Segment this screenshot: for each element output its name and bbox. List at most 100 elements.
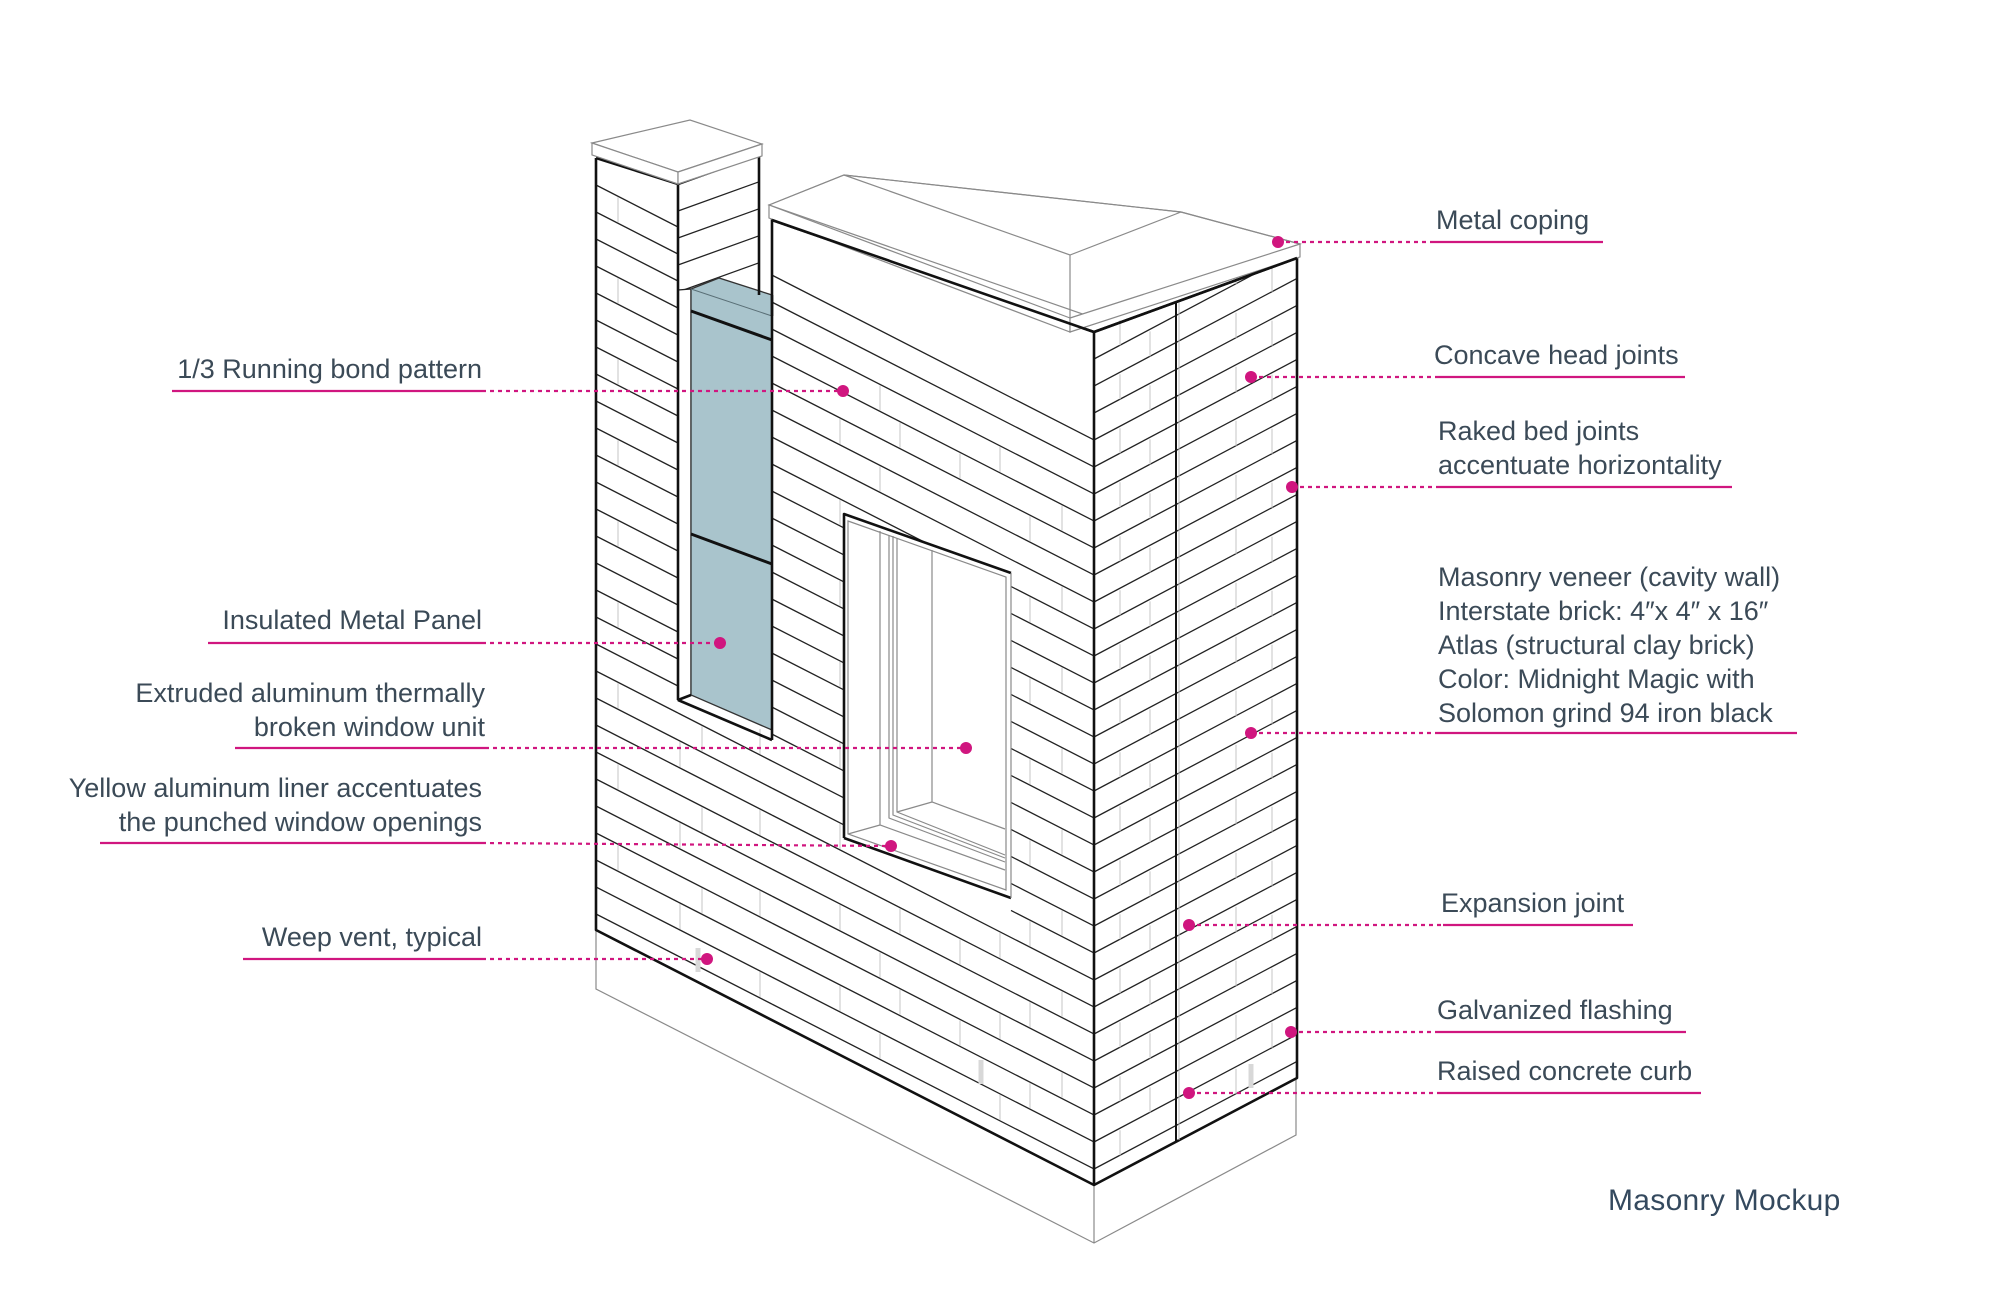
bed-joint — [1010, 801, 1095, 846]
bed-joint — [771, 949, 1095, 1116]
bed-joint — [1093, 385, 1298, 495]
head-joints — [617, 197, 1063, 1120]
callout-label-line: Interstate brick: 4″x 4″ x 16″ — [1438, 596, 1769, 626]
bed-joint — [1093, 790, 1298, 900]
callout-galvanized-flashing: Galvanized flashing — [1437, 995, 1673, 1025]
bed-joint — [771, 409, 1095, 576]
bed-joint — [595, 859, 679, 903]
bed-joint — [595, 697, 679, 741]
callout-point-marker — [1285, 1026, 1297, 1038]
bed-joint — [771, 868, 1095, 1035]
bed-joint — [1010, 909, 1095, 954]
callout-point-marker — [1286, 481, 1298, 493]
pier-bed-joint — [677, 235, 760, 266]
bed-joint — [771, 841, 1095, 1008]
bed-joint — [595, 481, 679, 525]
bed-joint — [595, 913, 679, 957]
bed-joint — [1093, 304, 1298, 414]
callout-label-line: 1/3 Running bond pattern — [177, 354, 482, 384]
bed-joint — [771, 301, 1095, 468]
bed-joint — [1093, 817, 1298, 927]
bed-joint — [1010, 612, 1095, 657]
bed-joint — [1093, 1060, 1298, 1170]
callout-masonry-veneer: Masonry veneer (cavity wall)Interstate b… — [1438, 562, 1780, 728]
bed-joint — [595, 427, 679, 471]
bed-joint — [595, 508, 679, 552]
window-head-jamb — [842, 512, 1012, 838]
window-opening — [844, 514, 1011, 898]
bed-joint — [771, 625, 845, 664]
callout-label-line: Galvanized flashing — [1437, 995, 1673, 1025]
bed-joint — [595, 184, 679, 228]
bed-joint — [677, 901, 773, 951]
bed-joint — [1093, 628, 1298, 738]
bed-joint — [1093, 979, 1298, 1089]
bed-joint — [595, 805, 679, 849]
bed-joint — [771, 679, 845, 718]
bed-joint — [595, 562, 679, 606]
bed-joint — [677, 874, 773, 924]
callout-point-marker — [714, 637, 726, 649]
bed-joint — [1093, 520, 1298, 630]
bed-joint — [595, 535, 679, 579]
bed-joint — [1010, 720, 1095, 765]
bed-joint — [771, 355, 1095, 522]
callout-point-marker — [960, 742, 972, 754]
bed-joint — [1093, 709, 1298, 819]
diagram-title: Masonry Mockup — [1608, 1184, 1841, 1217]
callout-concave-head-joints: Concave head joints — [1434, 340, 1679, 370]
panel-sill-edge — [677, 698, 773, 742]
bed-joint — [771, 652, 845, 691]
bed-joints-return — [1093, 250, 1298, 1170]
bed-joint — [771, 382, 1095, 549]
bed-joint — [677, 847, 773, 897]
bed-joint — [771, 436, 1095, 603]
callout-label-line: Raised concrete curb — [1437, 1056, 1692, 1086]
bed-joint — [595, 373, 679, 417]
pier-coping-side — [677, 143, 763, 185]
panel-sill — [677, 693, 692, 702]
window-sill — [843, 836, 1012, 900]
bed-joint — [595, 292, 679, 336]
pier-bed-joint — [677, 262, 760, 293]
bed-joint — [1093, 331, 1298, 441]
wall-top-bold — [771, 218, 1298, 334]
bed-joint — [677, 955, 773, 1005]
bed-joint — [771, 706, 845, 745]
bed-joint — [595, 886, 679, 930]
bed-joints-main — [595, 184, 1095, 1170]
callout-expansion-joint: Expansion joint — [1441, 888, 1625, 918]
bed-joint — [771, 517, 845, 556]
callout-label-line: Yellow aluminum liner accentuates — [69, 773, 482, 803]
bed-joint — [1093, 655, 1298, 765]
callout-point-marker — [837, 385, 849, 397]
bed-joint — [1093, 925, 1298, 1035]
bed-joint — [595, 265, 679, 309]
bed-joint — [677, 928, 773, 978]
bed-joint — [595, 832, 679, 876]
bed-joint — [1093, 412, 1298, 522]
callout-running-bond: 1/3 Running bond pattern — [177, 354, 482, 384]
window-frame — [892, 536, 1006, 859]
bed-joint — [771, 760, 845, 799]
bed-joint — [595, 670, 679, 714]
callout-insulated-metal-panel: Insulated Metal Panel — [222, 605, 482, 635]
bed-joint — [1093, 277, 1298, 387]
pier-side-face — [678, 155, 759, 295]
bed-joint — [595, 238, 679, 282]
window-sill-return — [896, 801, 933, 813]
building-isometric — [589, 119, 1303, 1244]
bed-joint — [1093, 547, 1298, 657]
coping-back-edge — [768, 174, 1301, 245]
pier-bed-joint — [677, 181, 760, 212]
bed-joint — [595, 616, 679, 660]
panel-top-edge — [690, 288, 773, 317]
bed-joint — [1093, 574, 1298, 684]
bed-joint — [595, 589, 679, 633]
bed-joint — [1010, 666, 1095, 711]
callout-point-marker — [1272, 236, 1284, 248]
callout-label-line: Solomon grind 94 iron black — [1438, 698, 1773, 728]
bed-joint — [1010, 747, 1095, 792]
callout-label-line: Expansion joint — [1441, 888, 1625, 918]
